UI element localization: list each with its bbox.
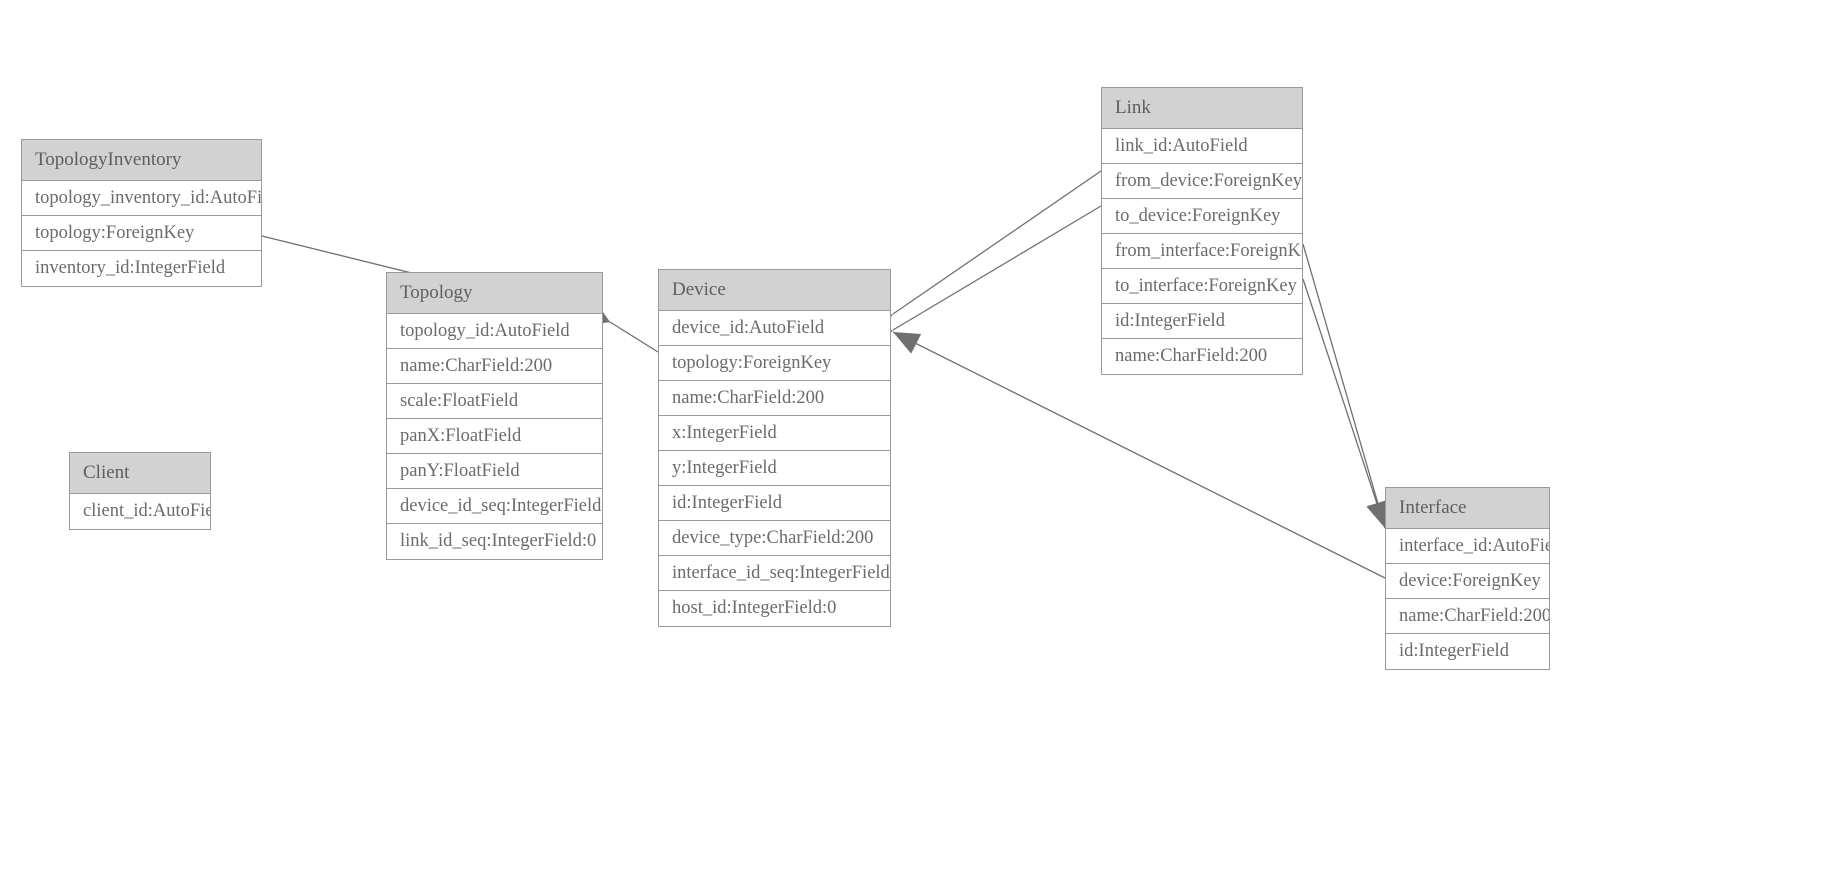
entity-field: from_interface:ForeignKey (1102, 234, 1302, 269)
entity-field: device_id_seq:IntegerField:0 (387, 489, 602, 524)
entity-field: id:IntegerField (659, 486, 890, 521)
entity-title-topology: Topology (387, 273, 602, 314)
entity-field: from_device:ForeignKey (1102, 164, 1302, 199)
entity-field: topology_id:AutoField (387, 314, 602, 349)
entity-field: to_device:ForeignKey (1102, 199, 1302, 234)
entity-field: id:IntegerField (1102, 304, 1302, 339)
entity-title-link: Link (1102, 88, 1302, 129)
entity-field: link_id:AutoField (1102, 129, 1302, 164)
entity-field: name:CharField:200 (1102, 339, 1302, 374)
entity-field: y:IntegerField (659, 451, 890, 486)
entity-field: panY:FloatField (387, 454, 602, 489)
relationship-rel-link-to-device (865, 205, 1102, 353)
entity-field: name:CharField:200 (659, 381, 890, 416)
entity-field: topology_inventory_id:AutoField (22, 181, 261, 216)
entity-title-client: Client (70, 453, 210, 494)
entity-field: interface_id_seq:IntegerField:0 (659, 556, 890, 591)
entity-field: device:ForeignKey (1386, 564, 1549, 599)
entity-field: topology:ForeignKey (659, 346, 890, 381)
entity-field: interface_id:AutoField (1386, 529, 1549, 564)
entity-field: link_id_seq:IntegerField:0 (387, 524, 602, 559)
entity-field: x:IntegerField (659, 416, 890, 451)
entity-title-interface: Interface (1386, 488, 1549, 529)
entity-title-device: Device (659, 270, 890, 311)
entity-interface[interactable]: Interfaceinterface_id:AutoFielddevice:Fo… (1385, 487, 1550, 670)
entity-field: topology:ForeignKey (22, 216, 261, 251)
entity-field: scale:FloatField (387, 384, 602, 419)
entity-field: panX:FloatField (387, 419, 602, 454)
relationship-rel-link-from-device (865, 170, 1102, 338)
entity-field: to_interface:ForeignKey (1102, 269, 1302, 304)
entity-field: device_type:CharField:200 (659, 521, 890, 556)
entity-field: id:IntegerField (1386, 634, 1549, 669)
entity-field: device_id:AutoField (659, 311, 890, 346)
entity-field: name:CharField:200 (387, 349, 602, 384)
entity-title-topology_inventory: TopologyInventory (22, 140, 261, 181)
arrowhead-icon (893, 332, 922, 354)
relationship-rel-link-from-interface (1302, 243, 1389, 529)
entity-field: host_id:IntegerField:0 (659, 591, 890, 626)
entity-field: name:CharField:200 (1386, 599, 1549, 634)
entity-field: inventory_id:IntegerField (22, 251, 261, 286)
relationship-rel-link-to-interface (1302, 278, 1388, 529)
entity-field: client_id:AutoField (70, 494, 210, 529)
